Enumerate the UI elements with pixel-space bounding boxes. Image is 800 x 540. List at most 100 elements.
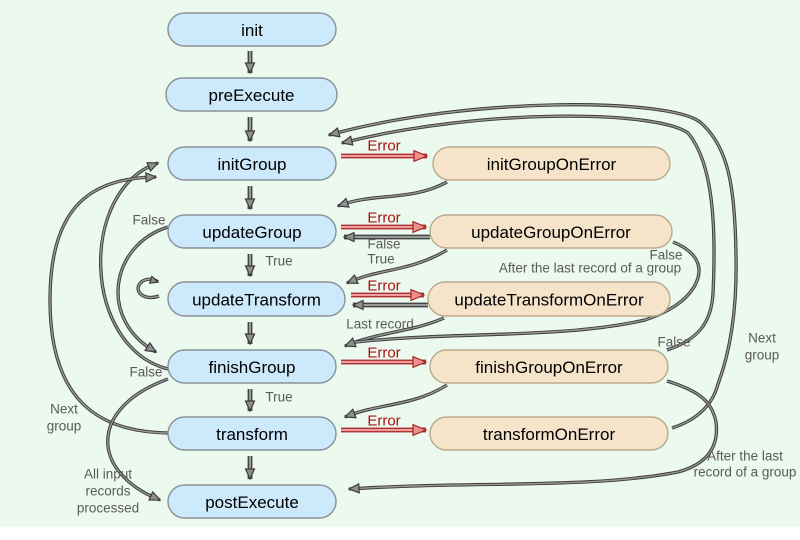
arrowhead-initgrouponerror-to-updategroup xyxy=(336,197,350,208)
node-updateGroupOnError: updateGroupOnError xyxy=(429,214,673,249)
node-label-preExecute: preExecute xyxy=(209,86,295,105)
arrowhead-updatetransformonerror-to-finishgroup xyxy=(343,337,357,348)
arrowhead-finishgroup-allinput-to-postexecute xyxy=(148,490,162,501)
arrowhead-updategroup-error xyxy=(412,220,428,234)
edge-updategroup-false-to-finishgroup xyxy=(116,225,169,354)
arrowhead-initgroup-error xyxy=(413,149,429,163)
node-label-updateTransform: updateTransform xyxy=(192,291,321,310)
edge-finishgroup-allinput-to-postexecute xyxy=(106,377,169,502)
label-true-updatetransform: True xyxy=(265,254,292,269)
arrowhead-transform-nextgroup-to-initgroup xyxy=(145,171,158,183)
label-error-updatetransform: Error xyxy=(367,278,400,295)
label-false-left-updategroup: False xyxy=(132,213,165,228)
edge-updatetransform-error xyxy=(351,288,426,302)
label-after-last-record-line: After the last record of a group xyxy=(499,261,681,276)
label-after-last-2: record of a group xyxy=(694,465,797,480)
edge-finishgrouponerror-afterlast-to-postexecute xyxy=(347,379,719,494)
label-false-right-finishgrouponerror: False xyxy=(657,335,690,350)
label-error-updategroup: Error xyxy=(367,210,400,227)
arrowhead-init-to-preexecute xyxy=(244,62,256,75)
edge-initgrouponerror-to-updategroup xyxy=(336,180,448,208)
edge-updatetransform-to-finishgroup xyxy=(244,322,256,346)
arrowhead-transform-to-postexecute xyxy=(244,468,256,481)
arrowhead-finishgroup-false-to-initgroup xyxy=(146,162,160,173)
edge-finishgroup-error xyxy=(341,355,428,369)
edge-updategroup-to-updatetransform-true xyxy=(244,254,256,278)
node-updateGroup: updateGroup xyxy=(167,214,337,249)
label-all-input-1: All input xyxy=(84,467,132,482)
edge-updatetransformonerror-return xyxy=(351,299,428,311)
edge-updategrouponerror-around-to-finishgroup xyxy=(355,240,701,344)
arrowhead-updategroup-to-updatetransform-true xyxy=(244,265,256,278)
arrowhead-updatetransform-self-loop xyxy=(148,275,160,285)
node-label-postExecute: postExecute xyxy=(205,493,299,512)
edge-updategroup-error xyxy=(341,220,428,234)
edge-transformonerror-nextgroup-to-initgroup xyxy=(327,103,738,430)
label-true-transform: True xyxy=(265,390,292,405)
node-finishGroupOnError: finishGroupOnError xyxy=(429,349,669,384)
node-transformOnError: transformOnError xyxy=(429,416,669,451)
node-label-transformOnError: transformOnError xyxy=(483,425,616,444)
node-label-updateGroup: updateGroup xyxy=(202,223,301,242)
arrowhead-finishgrouponerror-false-to-initgroup xyxy=(340,135,354,146)
arrowhead-transform-error xyxy=(412,423,428,437)
label-next-group-right-1: Next xyxy=(748,331,776,346)
label-error-transform: Error xyxy=(367,413,400,430)
arrowhead-updategrouponerror-to-updatetransform xyxy=(345,273,359,285)
arrowhead-finishgrouponerror-afterlast-to-postexecute xyxy=(347,482,360,494)
label-error-finishgroup: Error xyxy=(367,345,400,362)
arrowhead-updategrouponerror-return-false xyxy=(342,231,355,243)
label-true-curve: True xyxy=(367,252,394,267)
node-label-initGroupOnError: initGroupOnError xyxy=(487,155,617,174)
node-transform: transform xyxy=(167,416,337,451)
edge-initgroup-error xyxy=(341,149,429,163)
edge-preexecute-to-initgroup xyxy=(244,117,256,143)
arrowhead-finishgrouponerror-to-transform xyxy=(343,408,357,419)
label-false-left-finishgroup: False xyxy=(129,365,162,380)
node-updateTransformOnError: updateTransformOnError xyxy=(427,281,671,317)
node-updateTransform: updateTransform xyxy=(167,281,346,317)
edge-updategrouponerror-to-updatetransform xyxy=(345,248,448,285)
edge-transform-error xyxy=(341,423,428,437)
label-next-group-left-1: Next xyxy=(50,402,78,417)
arrowhead-transformonerror-nextgroup-to-initgroup xyxy=(327,127,341,138)
label-error-initgroup: Error xyxy=(367,138,400,155)
edge-finishgrouponerror-to-transform xyxy=(343,383,448,419)
edge-initgroup-to-updategroup xyxy=(244,186,256,211)
node-initGroup: initGroup xyxy=(167,146,337,181)
node-label-transform: transform xyxy=(216,425,288,444)
node-label-init: init xyxy=(241,21,263,40)
edge-finishgrouponerror-false-to-initgroup xyxy=(340,114,716,352)
node-label-initGroup: initGroup xyxy=(218,155,287,174)
label-all-input-2: records xyxy=(85,484,130,499)
label-all-input-3: processed xyxy=(77,501,139,516)
label-after-last-1: After the last xyxy=(707,449,783,464)
label-next-group-right-2: group xyxy=(745,348,780,363)
edge-transform-to-postexecute xyxy=(244,456,256,481)
arrowhead-updatetransformonerror-return xyxy=(351,299,364,311)
node-label-updateGroupOnError: updateGroupOnError xyxy=(471,223,631,242)
edge-updatetransform-self-loop xyxy=(136,275,160,300)
arrowhead-finishgroup-to-transform-true xyxy=(244,400,256,413)
arrowhead-updategroup-false-to-finishgroup xyxy=(144,341,158,353)
arrowhead-preexecute-to-initgroup xyxy=(244,130,256,143)
node-finishGroup: finishGroup xyxy=(167,349,337,384)
edge-init-to-preexecute xyxy=(244,51,256,75)
label-next-group-left-2: group xyxy=(47,419,82,434)
label-last-record: Last record xyxy=(346,317,414,332)
node-label-finishGroup: finishGroup xyxy=(209,358,296,377)
node-label-updateTransformOnError: updateTransformOnError xyxy=(454,291,644,310)
edge-updatetransformonerror-to-finishgroup xyxy=(343,316,445,348)
edge-updategrouponerror-return-false xyxy=(342,231,430,243)
label-false-return: False xyxy=(367,237,400,252)
node-initGroupOnError: initGroupOnError xyxy=(432,146,671,181)
edge-finishgroup-to-transform-true xyxy=(244,389,256,413)
arrowhead-updatetransform-error xyxy=(410,288,426,302)
bottom-margin xyxy=(0,527,800,540)
node-postExecute: postExecute xyxy=(167,484,337,519)
arrowhead-updatetransform-to-finishgroup xyxy=(244,333,256,346)
node-label-finishGroupOnError: finishGroupOnError xyxy=(475,358,623,377)
arrowhead-initgroup-to-updategroup xyxy=(244,198,256,211)
